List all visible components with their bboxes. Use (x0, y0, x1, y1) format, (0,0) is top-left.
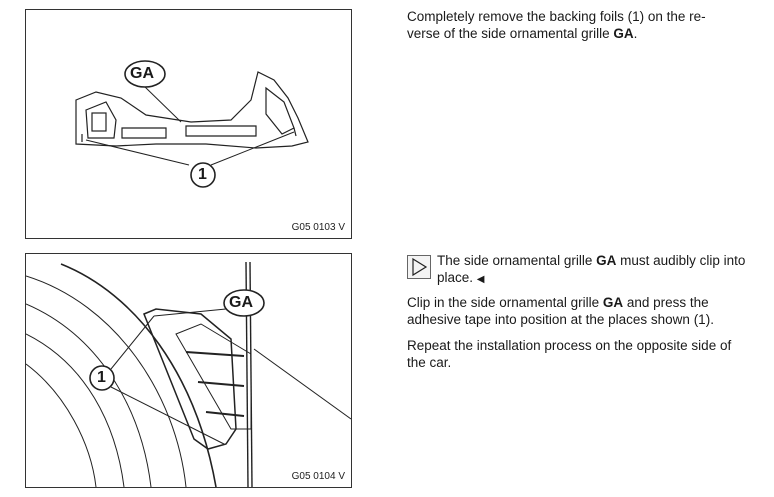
part-ref: GA (602, 295, 624, 310)
figure-code: G05 0103 V (291, 222, 345, 233)
callout-1: 1 (97, 369, 106, 386)
end-marker-icon: ◀ (476, 274, 485, 285)
figure-installed-grille: GA 1 G05 0104 V (25, 253, 352, 488)
grille-installed-illustration (26, 261, 351, 487)
grille-rear-illustration (75, 60, 309, 188)
note-pre: The side ornamental grille (437, 253, 597, 268)
step-text: Clip in the side ornamental grille (407, 295, 603, 310)
note-block: The side ornamental grille GA must audib… (407, 252, 747, 288)
step-text-end: and press the adhesive tape into positio… (407, 295, 714, 327)
part-ref: GA (596, 253, 617, 268)
step-repeat: Repeat the installation process on the o… (407, 338, 732, 370)
figure-code: G05 0104 V (291, 471, 345, 482)
note-post: must audibly clip into place. (437, 253, 746, 285)
step-remove-foils: Completely remove the backing foils (1) … (407, 8, 737, 42)
figure-backing-foils: GA 1 G05 0103 V (25, 9, 352, 239)
note-text: The side ornamental grille GA must audib… (437, 252, 747, 288)
callout-1: 1 (198, 166, 207, 183)
play-triangle-icon (407, 255, 431, 279)
callout-ga: GA (130, 65, 154, 82)
step-text: Completely remove the backing foils (1) … (407, 9, 706, 41)
step-text-end: . (633, 26, 638, 41)
part-ref: GA (613, 26, 634, 41)
step-clip-in: Clip in the side ornamental grille GA an… (407, 294, 757, 328)
callout-ga: GA (229, 294, 253, 311)
